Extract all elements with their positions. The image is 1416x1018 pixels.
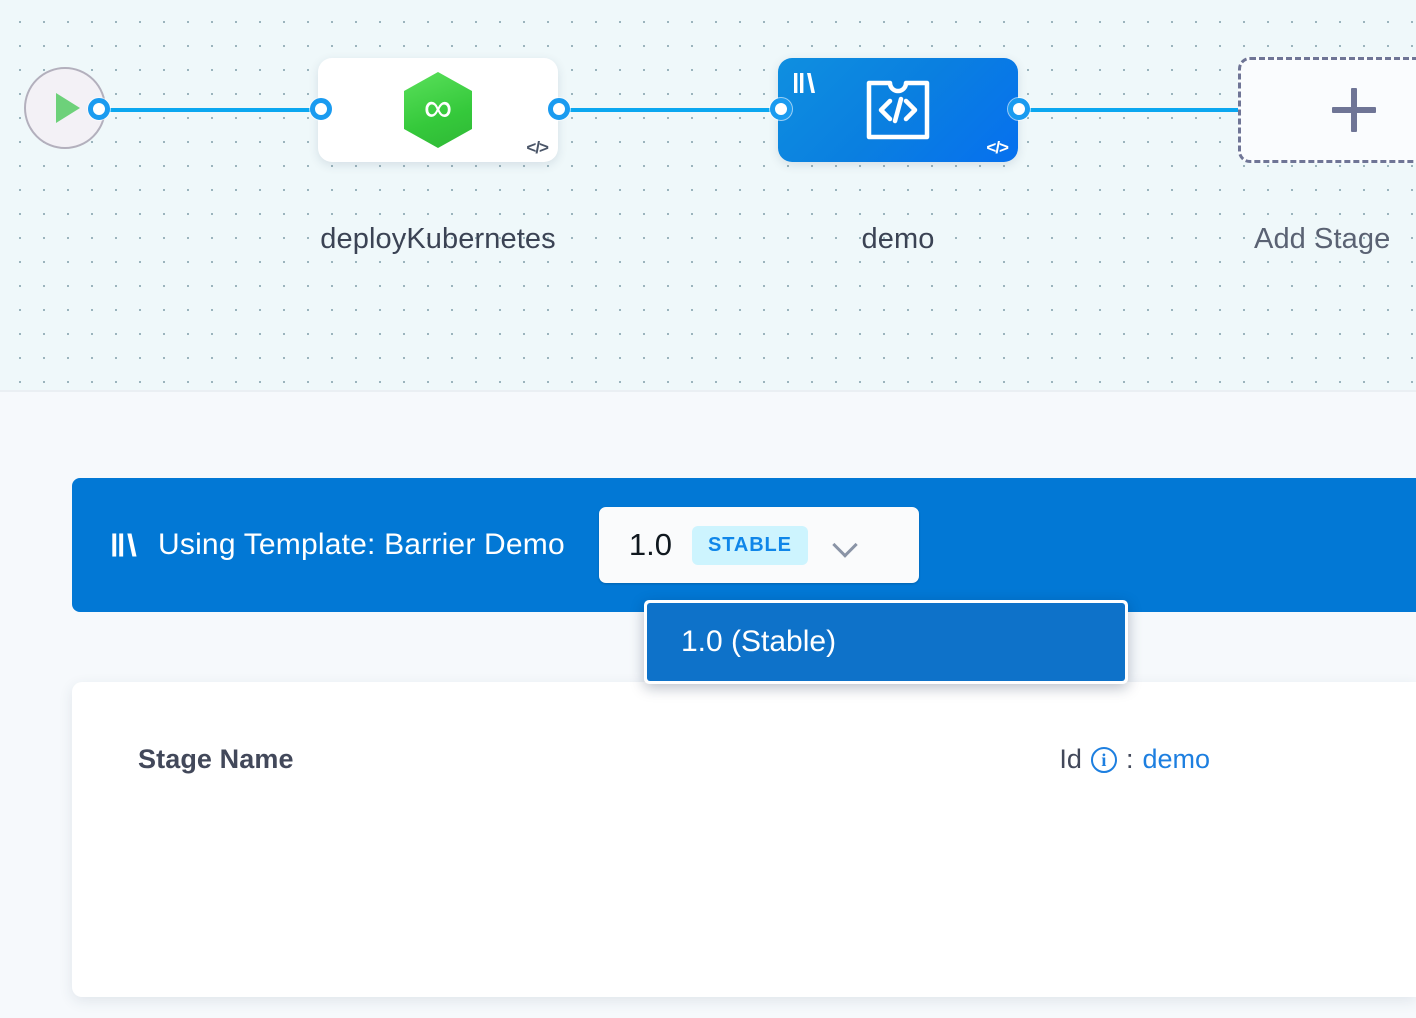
code-icon: </> bbox=[986, 138, 1009, 157]
id-label: Id bbox=[1059, 744, 1082, 774]
stage-node-deploykubernetes[interactable]: ∞ </> bbox=[318, 58, 558, 162]
template-library-icon bbox=[112, 533, 137, 557]
code-icon: </> bbox=[526, 138, 549, 157]
port-k8s-out[interactable] bbox=[548, 98, 570, 120]
port-demo-out[interactable] bbox=[1008, 98, 1030, 120]
version-option-1-0-stable[interactable]: 1.0 (Stable) bbox=[647, 603, 1125, 681]
play-icon bbox=[56, 93, 80, 123]
id-separator: : bbox=[1125, 744, 1134, 774]
add-stage-button[interactable] bbox=[1238, 57, 1416, 163]
stage-id-display: Id i : demo bbox=[1059, 744, 1210, 775]
id-value: demo bbox=[1142, 744, 1210, 774]
template-version-dropdown-menu[interactable]: 1.0 (Stable) bbox=[644, 600, 1128, 684]
template-banner: Using Template: Barrier Demo 1.0 STABLE bbox=[72, 478, 1416, 612]
pipeline-canvas[interactable]: ∞ </> </> bbox=[0, 0, 1416, 392]
port-start-out[interactable] bbox=[88, 98, 110, 120]
chevron-down-icon[interactable] bbox=[834, 534, 856, 556]
wire-k8s-to-demo bbox=[548, 108, 790, 112]
stage-details-card: Stage Name Id i : demo bbox=[72, 682, 1416, 997]
stage-name-header: Stage Name Id i : demo bbox=[138, 744, 1210, 775]
info-icon[interactable]: i bbox=[1090, 746, 1117, 773]
stage-label-deploykubernetes: deployKubernetes bbox=[320, 223, 556, 255]
stage-config-pane: Using Template: Barrier Demo 1.0 STABLE … bbox=[0, 394, 1416, 1018]
template-version-select[interactable]: 1.0 STABLE bbox=[598, 507, 919, 583]
infinity-glyph: ∞ bbox=[423, 86, 453, 130]
custom-stage-puzzle-icon bbox=[863, 77, 933, 143]
port-demo-in[interactable] bbox=[770, 98, 792, 120]
stable-badge: STABLE bbox=[691, 525, 808, 565]
template-version-value: 1.0 bbox=[628, 527, 672, 562]
port-k8s-in[interactable] bbox=[310, 98, 332, 120]
wire-demo-to-add bbox=[1008, 108, 1256, 112]
plus-icon-vertical bbox=[1351, 88, 1357, 132]
wire-start-to-k8s bbox=[95, 108, 330, 112]
template-banner-text: Using Template: Barrier Demo bbox=[158, 528, 565, 561]
harness-cd-hexagon-icon: ∞ bbox=[404, 72, 472, 148]
stage-name-label: Stage Name bbox=[138, 744, 294, 774]
stage-node-demo[interactable]: </> bbox=[778, 58, 1018, 162]
stage-label-demo: demo bbox=[861, 223, 935, 255]
template-library-icon bbox=[794, 73, 815, 93]
add-stage-label: Add Stage bbox=[1254, 223, 1391, 255]
